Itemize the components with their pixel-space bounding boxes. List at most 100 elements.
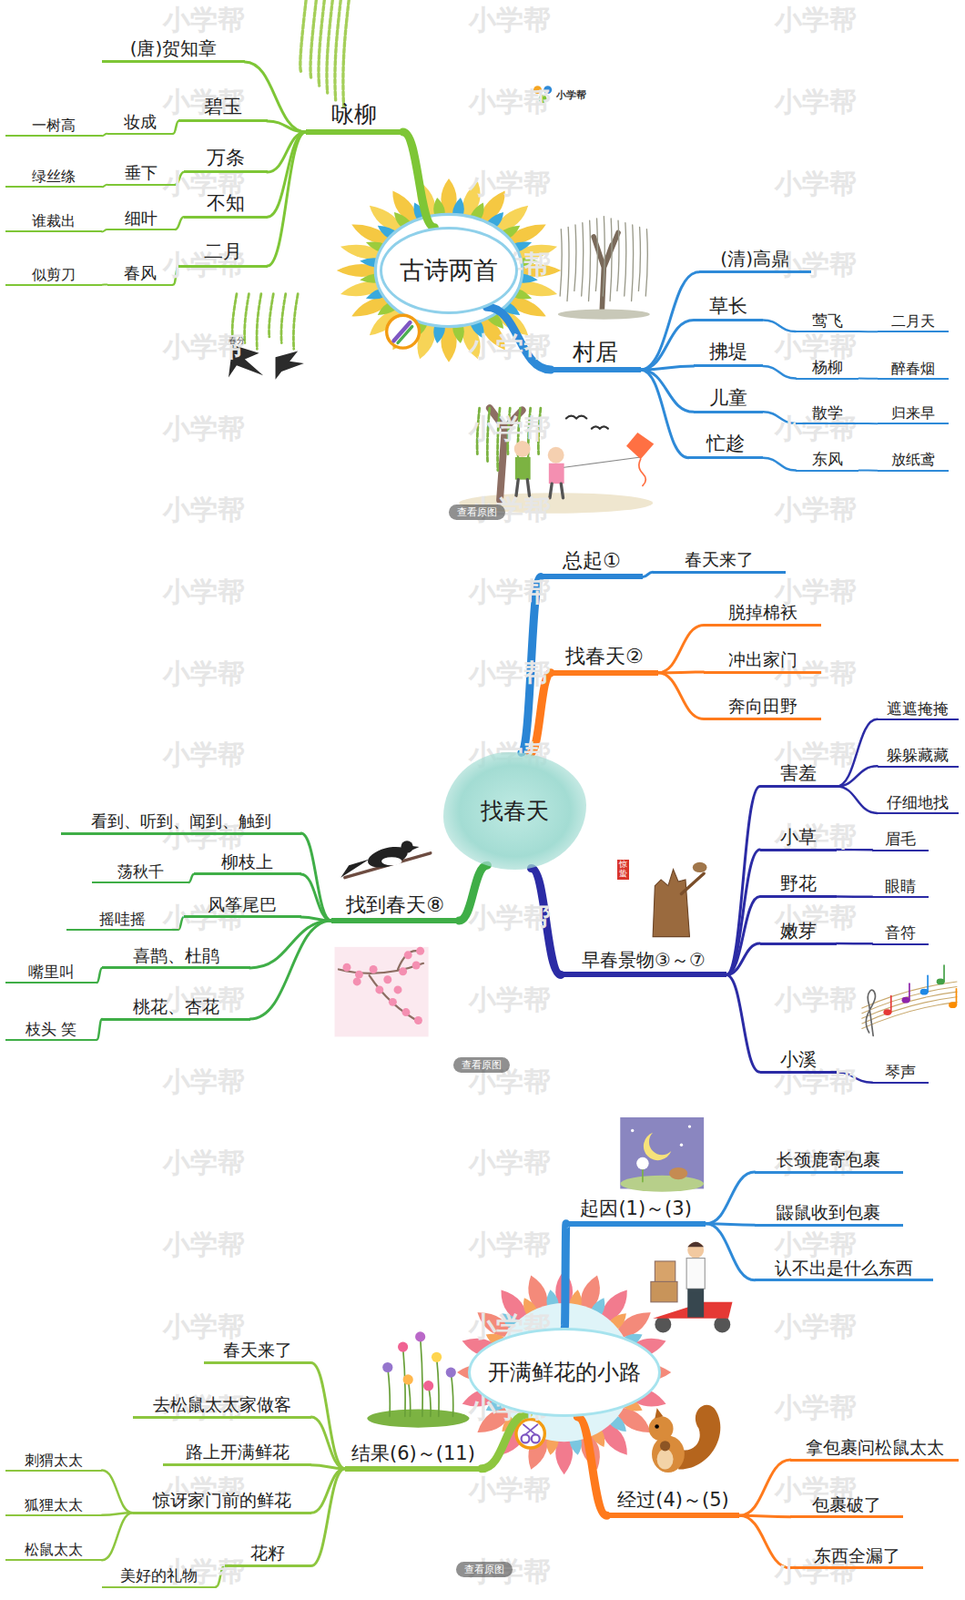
blossom [342, 963, 351, 972]
branch-topic: 春天来了 [203, 1339, 312, 1364]
blossom-branch [338, 950, 424, 1023]
branch-topic: 风筝尾巴 [183, 893, 302, 919]
branch-line [311, 1468, 346, 1514]
kite-string [564, 457, 641, 468]
branch-topic: (唐)贺知章 [101, 37, 245, 63]
nut [660, 1440, 671, 1451]
branch-line [640, 365, 694, 370]
branch-topic: 村居 [550, 338, 641, 373]
willow-branch [581, 223, 584, 296]
watermark: 小学帮 [774, 1065, 857, 1098]
watermark: 小学帮 [162, 3, 245, 37]
topic-text: 二月 [183, 240, 262, 264]
squirrel [654, 1423, 659, 1428]
watermark: 小学帮 [162, 493, 245, 527]
branch-topic: 长颈鹿寄包裹 [754, 1148, 903, 1174]
topic-text: 桃花、杏花 [107, 995, 244, 1017]
branch-topic: 嫩芽 [760, 919, 837, 945]
moon [643, 1132, 671, 1160]
view-button: 查看原图 [453, 1056, 510, 1073]
topic-text: 枝头 笑 [10, 1019, 92, 1038]
branch-topic: 细叶 [107, 208, 176, 232]
tree-stump [652, 869, 690, 937]
topic-text: 绿丝绦 [10, 167, 97, 185]
branch-topic: 万条 [183, 146, 268, 173]
blossom [404, 950, 413, 959]
topic-text: 似剪刀 [10, 265, 97, 284]
branch-line [267, 121, 307, 133]
branch-topic: 早春景物③～⑦ [560, 948, 727, 977]
branch-line [267, 132, 307, 266]
branch-topic: 琴声 [872, 1062, 929, 1084]
watermark: 小学帮 [468, 1146, 551, 1179]
branch-topic: 绿丝绦 [5, 167, 102, 188]
flower-stem [407, 1379, 411, 1416]
delivery-man [687, 1288, 704, 1317]
topic-text: 春天来了 [209, 1339, 306, 1361]
topic-text: 野花 [765, 872, 832, 894]
branch-line [311, 1468, 346, 1566]
branch-line [640, 369, 690, 458]
branch-line [564, 1223, 567, 1328]
branch-topic: 奔向田野 [703, 695, 822, 721]
branch-topic: 二月天 [877, 312, 949, 333]
willow-branch [631, 224, 634, 302]
topic-text: 脱掉棉袄 [709, 601, 816, 623]
topic-text: 鼹鼠收到包裹 [760, 1201, 897, 1223]
branch-topic: 鼹鼠收到包裹 [754, 1201, 903, 1227]
topic-text: 狐狸太太 [10, 1495, 97, 1514]
view-button: 查看原图 [448, 504, 506, 520]
branch-line [250, 920, 333, 1019]
pencil-icon [397, 326, 413, 344]
branch-topic: 野花 [760, 872, 837, 898]
branch-line [726, 974, 761, 1072]
watermark: 小学帮 [774, 1310, 857, 1343]
topic-text: 风筝尾巴 [189, 893, 296, 915]
flower [431, 1351, 442, 1362]
topic-text: 村居 [556, 338, 636, 366]
topic-text: 草长 [699, 294, 758, 318]
willow-branch [335, 0, 341, 101]
topic-text: 长颈鹿寄包裹 [760, 1148, 897, 1170]
topic-text: 去松鼠太太家做客 [138, 1393, 306, 1415]
willow-branch [269, 294, 275, 337]
topic-text: 惊讶家门前的鲜花 [138, 1489, 306, 1511]
blossom [388, 997, 397, 1006]
squirrel [651, 1435, 685, 1473]
watermark: 小学帮 [162, 412, 245, 446]
branch-topic: 二月 [178, 240, 267, 267]
child [548, 446, 565, 464]
branch-topic: 拂堤 [693, 340, 763, 367]
branch-line [762, 365, 796, 379]
logo-text: 小学帮 [556, 89, 587, 102]
branch-line [642, 571, 653, 577]
scissors-icon [516, 1419, 545, 1448]
willow-branch [595, 218, 598, 291]
topic-text: 美好的礼物 [107, 1565, 211, 1585]
topic-text: 路上开满鲜花 [168, 1441, 305, 1463]
branch-topic: 摇哇摇 [66, 909, 179, 931]
star [630, 1128, 634, 1132]
branch-line [858, 330, 877, 333]
stamp-text: 惊蛰 [617, 859, 630, 880]
branch-line [101, 1470, 133, 1514]
watermark: 小学帮 [162, 1146, 245, 1179]
branch-topic: (清)高鼎 [699, 247, 812, 274]
topic-text: 喜鹊、杜鹃 [107, 944, 244, 966]
branch-topic: 花籽 [224, 1542, 312, 1567]
branch-topic: 醉春烟 [877, 359, 949, 380]
topic-text: 细叶 [112, 208, 171, 229]
music-staff [862, 996, 957, 1024]
flower [397, 1341, 408, 1352]
branch-line [658, 672, 704, 720]
branch-topic: 结果(6)～(11) [345, 1442, 482, 1472]
branch-topic: 杨柳 [795, 357, 859, 379]
willow-branch [617, 220, 620, 291]
topic-text: 杨柳 [801, 357, 854, 376]
branch-topic: 起因(1)～(3) [566, 1197, 707, 1227]
central-topic: 找春天 [443, 751, 587, 870]
branch-line [301, 873, 333, 921]
topic-text: 儿童 [699, 386, 758, 410]
squirrel [649, 1415, 674, 1441]
